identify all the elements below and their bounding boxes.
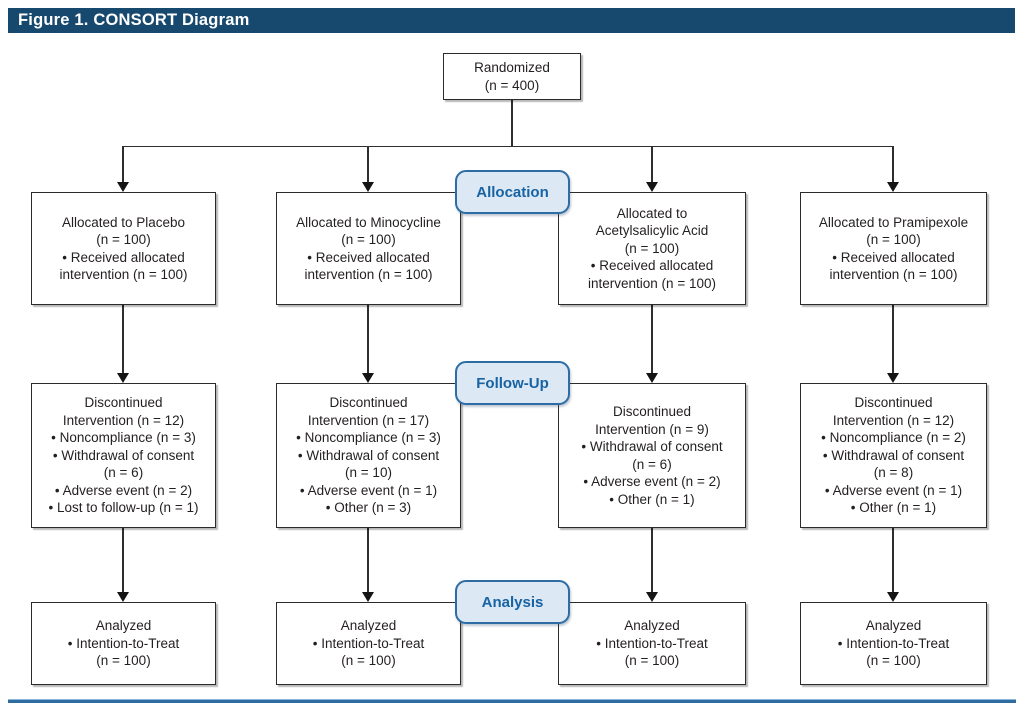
arrowhead-icon <box>646 373 658 383</box>
arrowhead-icon <box>646 592 658 602</box>
analysis-box-placebo: Analyzed• Intention-to-Treat(n = 100) <box>31 602 216 685</box>
connector-line <box>651 527 653 594</box>
connector-line <box>367 145 369 184</box>
analysis-box-acetylsalicylic-acid: Analyzed• Intention-to-Treat(n = 100) <box>558 602 746 685</box>
arrowhead-icon <box>887 592 899 602</box>
analysis-box-minocycline: Analyzed• Intention-to-Treat(n = 100) <box>276 602 461 685</box>
stage-label-analysis: Analysis <box>455 580 570 624</box>
connector-line <box>651 145 653 184</box>
arrowhead-icon <box>117 592 129 602</box>
connector-line <box>651 303 653 375</box>
arrowhead-icon <box>117 373 129 383</box>
figure-header-bar: Figure 1. CONSORT Diagram <box>8 8 1015 33</box>
connector-line <box>122 303 124 375</box>
connector-line <box>892 527 894 594</box>
connector-line <box>511 99 513 147</box>
stage-label-followup: Follow-Up <box>455 361 570 405</box>
arrowhead-icon <box>117 182 129 192</box>
arrowhead-icon <box>646 182 658 192</box>
connector-line <box>892 303 894 375</box>
arrowhead-icon <box>887 373 899 383</box>
randomized-box: Randomized(n = 400) <box>443 53 581 100</box>
figure-title: Figure 1. CONSORT Diagram <box>18 11 250 29</box>
stage-label-allocation: Allocation <box>455 170 570 214</box>
arrowhead-icon <box>362 592 374 602</box>
arrowhead-icon <box>362 182 374 192</box>
allocation-box-pramipexole: Allocated to Pramipexole(n = 100)• Recei… <box>800 192 987 305</box>
connector-line <box>122 145 894 147</box>
connector-line <box>367 303 369 375</box>
allocation-box-minocycline: Allocated to Minocycline(n = 100)• Recei… <box>276 192 461 305</box>
bottom-rule <box>8 699 1016 703</box>
connector-line <box>122 527 124 594</box>
allocation-box-placebo: Allocated to Placebo(n = 100)• Received … <box>31 192 216 305</box>
connector-line <box>367 527 369 594</box>
arrowhead-icon <box>887 182 899 192</box>
connector-line <box>892 145 894 184</box>
connector-line <box>122 145 124 184</box>
arrowhead-icon <box>362 373 374 383</box>
analysis-box-pramipexole: Analyzed• Intention-to-Treat(n = 100) <box>800 602 987 685</box>
